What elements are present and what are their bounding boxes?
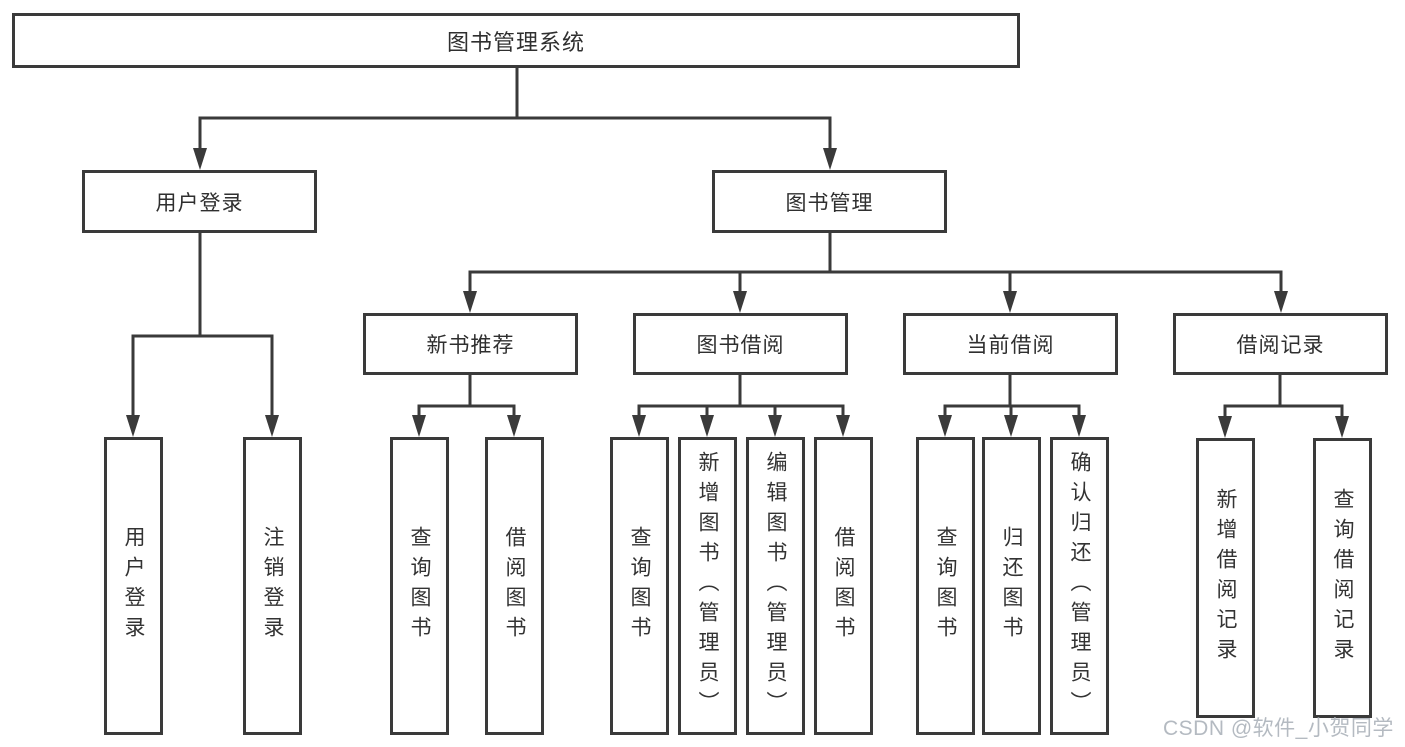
node-leaf-return-book: 归还图书	[982, 437, 1041, 735]
node-label: 借阅记录	[1236, 334, 1325, 357]
node-label: 查询图书	[934, 526, 957, 646]
node-label: 借阅图书	[832, 526, 855, 646]
node-label: 新增图书（管理员）	[696, 451, 719, 721]
node-label: 图书借阅	[696, 334, 785, 357]
edges-new-book-branch	[412, 375, 521, 437]
edges-book-borrow-branch	[632, 375, 850, 437]
edges-borrow-record-branch	[1218, 375, 1349, 438]
node-label: 注销登录	[261, 526, 284, 646]
node-label: 查询图书	[628, 526, 651, 646]
node-label: 归还图书	[1000, 526, 1023, 646]
node-leaf-query-book-2: 查询图书	[610, 437, 669, 735]
node-library-system: 图书管理系统	[12, 13, 1020, 68]
node-label: 用户登录	[155, 191, 244, 215]
node-label: 查询借阅记录	[1331, 488, 1354, 668]
node-leaf-edit-book-admin: 编辑图书（管理员）	[746, 437, 805, 735]
node-label: 确认归还（管理员）	[1068, 451, 1091, 721]
node-label: 借阅图书	[503, 526, 526, 646]
node-label: 图书管理系统	[446, 29, 585, 55]
node-leaf-query-book-1: 查询图书	[390, 437, 449, 735]
edges-book-mgmt-branch	[463, 233, 1288, 313]
edges-current-borrow-branch	[938, 375, 1086, 437]
node-new-book-recommend: 新书推荐	[363, 313, 578, 375]
node-book-borrow: 图书借阅	[633, 313, 848, 375]
node-leaf-borrow-book-1: 借阅图书	[485, 437, 544, 735]
node-label: 当前借阅	[966, 334, 1055, 357]
node-label: 新书推荐	[426, 334, 515, 357]
node-book-mgmt: 图书管理	[712, 170, 947, 233]
node-leaf-borrow-book-2: 借阅图书	[814, 437, 873, 735]
node-leaf-confirm-return-admin: 确认归还（管理员）	[1050, 437, 1109, 735]
node-leaf-add-book-admin: 新增图书（管理员）	[678, 437, 737, 735]
node-label: 新增借阅记录	[1214, 488, 1237, 668]
node-borrow-record: 借阅记录	[1173, 313, 1388, 375]
node-current-borrow: 当前借阅	[903, 313, 1118, 375]
node-leaf-add-borrow-record: 新增借阅记录	[1196, 438, 1255, 718]
node-label: 编辑图书（管理员）	[764, 451, 787, 721]
node-label: 用户登录	[122, 526, 145, 646]
node-leaf-user-login: 用户登录	[104, 437, 163, 735]
watermark: CSDN @软件_小贺同学	[1163, 717, 1394, 740]
node-label: 图书管理	[785, 191, 874, 215]
node-leaf-query-borrow-record: 查询借阅记录	[1313, 438, 1372, 718]
node-user-login: 用户登录	[82, 170, 317, 233]
node-leaf-logout: 注销登录	[243, 437, 302, 735]
node-leaf-query-book-3: 查询图书	[916, 437, 975, 735]
edges-root-to-level2	[193, 68, 837, 170]
node-label: 查询图书	[408, 526, 431, 646]
edges-user-login-branch	[126, 233, 279, 437]
